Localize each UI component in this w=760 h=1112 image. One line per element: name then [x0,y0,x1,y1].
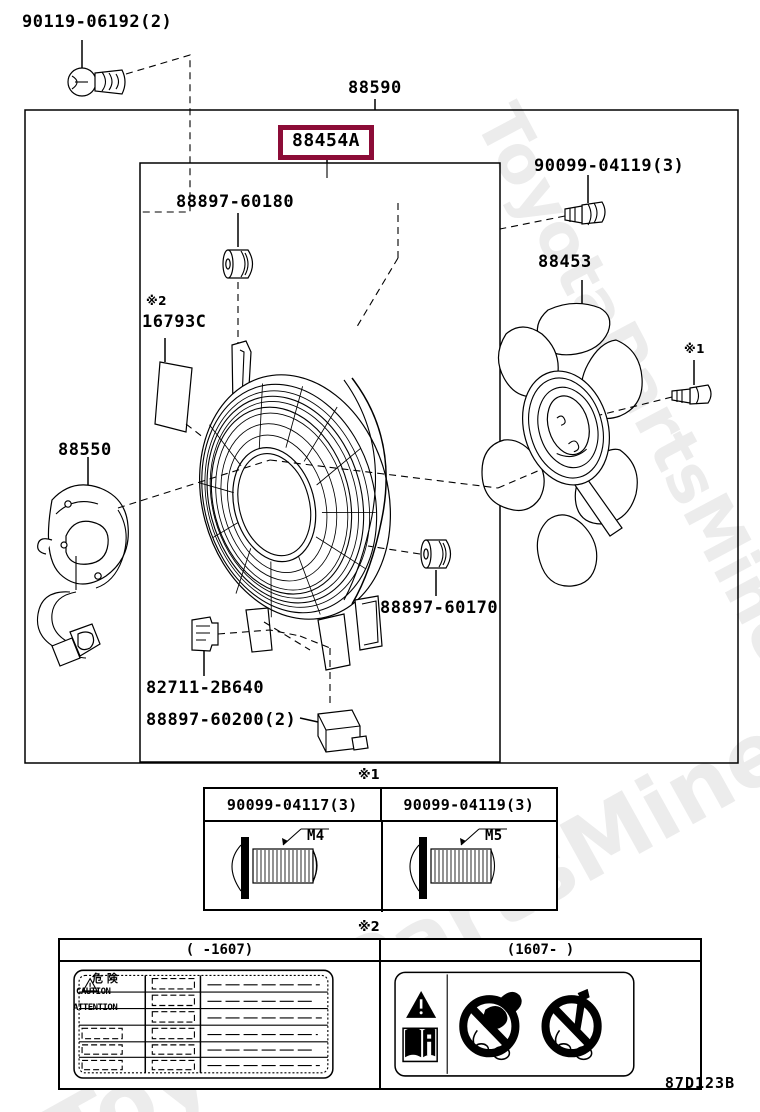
leader-90119 [125,54,191,213]
leader-fan-blade [269,459,499,489]
bolt-90099-04119-icon [564,175,606,226]
label-88897-60180: 88897-60180 [176,192,295,212]
fan-shroud-assembly-icon [199,340,391,671]
mark1-title: ※1 [358,768,380,783]
leader-bolt-mark1 [599,396,673,416]
mark1-header-col1: 90099-04117(3) [205,789,382,820]
mark1-body-col2: M5 [383,822,559,912]
mark2-panel-early: ( -1607) [60,940,381,1088]
mark2-title: ※2 [358,920,380,935]
label-mark2-ref-16793c: ※2 [146,294,168,308]
mark1-thread-m4: M4 [307,828,325,844]
cushion-88897-60200-icon [299,709,369,753]
label-88550: 88550 [58,440,112,460]
label-16793C: 16793C [142,312,207,332]
grommet-88897-60170-icon [420,539,452,596]
fan-blade-88453-icon [481,280,643,587]
label-88453: 88453 [538,252,592,272]
outer-assembly-box [24,109,739,764]
mark1-header-col2: 90099-04119(3) [403,795,535,814]
mark2-panel: ( -1607) [58,938,702,1090]
leader-bolt-right [499,215,566,230]
mark2-row-head-0: 危 険 [92,971,118,985]
pad-16793c-icon [154,338,193,433]
label-88897-60200: 88897-60200(2) [146,710,297,730]
label-88897-60170: 88897-60170 [380,598,499,618]
mark1-thread-m5: M5 [485,828,503,844]
screw-90119-icon [67,40,126,97]
grommet-88897-60180-icon [222,213,254,279]
mark2-row-head-1: CAUTION [76,986,111,997]
leader-88454a [354,257,399,331]
screw-m4-icon [231,828,329,899]
label-88454A-highlighted[interactable]: 88454A [278,125,375,160]
mark1-table: 90099-04117(3) 90099-04119(3) [203,787,559,912]
leader-clip [217,629,301,637]
bolt-mark1-icon [671,360,712,405]
motor-88550-icon [36,457,129,667]
screw-m5-icon [409,828,507,899]
label-88590: 88590 [348,78,402,98]
mark2-period-late: (1607- ) [381,940,700,962]
drawing-code: 87D123B [664,1074,736,1092]
label-82711-2B640: 82711-2B640 [146,678,265,698]
leader-88550 [117,459,271,509]
caution-label-early-icon [73,969,334,1079]
mark1-body-col1: M4 [205,822,383,912]
mark2-period-early: ( -1607) [60,940,379,962]
mark2-row-head-2: ATTENTION [73,1002,118,1013]
label-mark1-ref-bolt: ※1 [684,342,706,356]
label-90099-04119: 90099-04119(3) [534,156,685,176]
caution-label-late-icon [394,971,635,1077]
clip-82711-icon [191,616,219,676]
label-90119-06192: 90119-06192(2) [22,12,173,32]
mark2-panel-late: (1607- ) [381,940,700,1088]
